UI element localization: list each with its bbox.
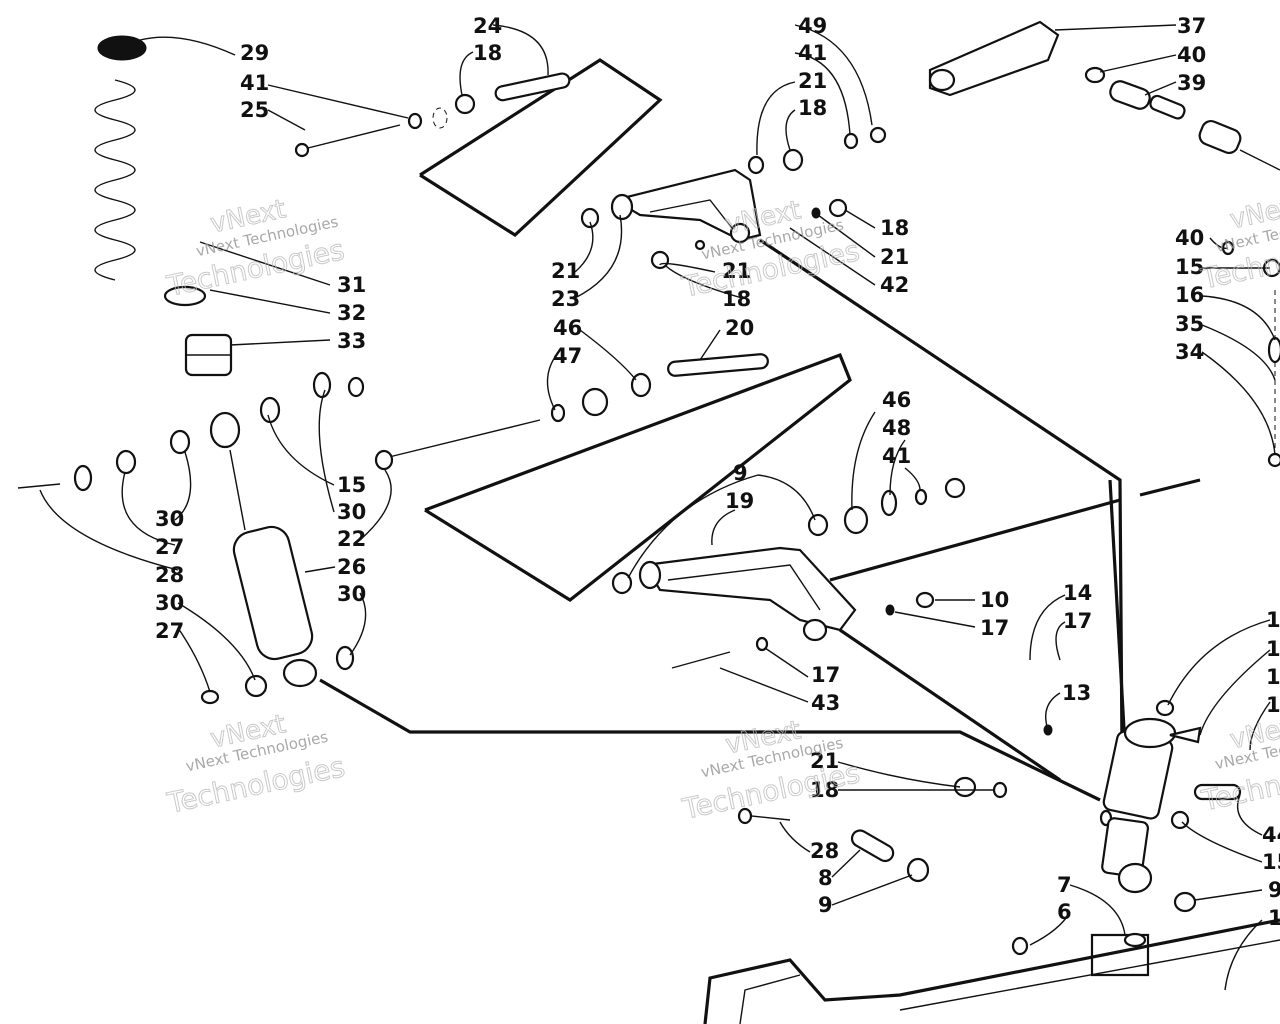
callout-17: 17 <box>1266 665 1280 689</box>
watermark-bottom-left: vNext vNext Technologies Technologies <box>163 709 348 821</box>
callout-34: 34 <box>1175 340 1204 364</box>
lower-arm-guide-line <box>829 498 1121 582</box>
callout-7: 7 <box>1057 873 1072 897</box>
spring-cap-29 <box>97 35 147 61</box>
callout-24: 24 <box>473 14 502 38</box>
callout-30: 30 <box>155 591 184 615</box>
shock-eye-bottom <box>282 658 318 688</box>
callout-30: 30 <box>155 507 184 531</box>
callout-22: 22 <box>337 527 366 551</box>
shock-absorber-assembly <box>17 35 365 705</box>
callout-27: 27 <box>155 619 184 643</box>
callout-30: 30 <box>337 500 366 524</box>
shock-guide-line <box>319 678 1101 802</box>
callout-18: 18 <box>810 778 839 802</box>
callout-29: 29 <box>240 41 269 65</box>
callout-21: 21 <box>880 245 909 269</box>
callout-1: 1 <box>1268 906 1280 930</box>
shock-body-26 <box>232 525 314 661</box>
callout-31: 31 <box>337 273 366 297</box>
callout-28: 28 <box>810 839 839 863</box>
callout-17: 17 <box>811 663 840 687</box>
pin-24 <box>494 72 571 102</box>
callout-10: 10 <box>980 588 1009 612</box>
callout-20: 20 <box>725 316 754 340</box>
callout-23: 23 <box>551 287 580 311</box>
callout-35: 35 <box>1175 312 1204 336</box>
callout-30: 30 <box>337 582 366 606</box>
callout-47: 47 <box>553 344 582 368</box>
callout-21: 21 <box>551 259 580 283</box>
callout-44: 44 <box>1262 823 1280 847</box>
callout-9: 9 <box>818 893 833 917</box>
callout-21: 21 <box>810 749 839 773</box>
pin-20-group <box>374 353 769 471</box>
callout-43: 43 <box>811 691 840 715</box>
coil-spring-31 <box>94 79 136 281</box>
callout-9: 9 <box>733 461 748 485</box>
upper-plane-outline <box>419 58 663 238</box>
callout-21: 21 <box>798 69 827 93</box>
callout-15: 15 <box>337 473 366 497</box>
tie-rod-37 <box>928 20 1280 171</box>
assembly-lines <box>319 58 1201 802</box>
shock-eye-top <box>209 411 241 449</box>
callout-27: 27 <box>155 535 184 559</box>
ski-frame-1 <box>703 918 1280 1024</box>
callout-8: 8 <box>818 866 833 890</box>
callout-15: 15 <box>1262 850 1280 874</box>
lower-a-arm-19 <box>611 477 966 669</box>
callout-13: 13 <box>1062 681 1091 705</box>
callout-18: 18 <box>880 216 909 240</box>
bolt-25-group <box>294 93 476 158</box>
callout-40: 40 <box>1177 43 1206 67</box>
callout-6: 6 <box>1057 900 1072 924</box>
callout-14: 14 <box>1063 581 1092 605</box>
callout-41: 41 <box>240 71 269 95</box>
watermark-top-left: vNext vNext Technologies Technologies <box>163 194 348 304</box>
callout-18: 18 <box>722 287 751 311</box>
callout-48: 48 <box>882 416 911 440</box>
callout-33: 33 <box>337 329 366 353</box>
watermark-bottom-center: vNext vNext Technologies Technologies <box>679 715 864 827</box>
callout-21: 21 <box>722 259 751 283</box>
callout-28: 28 <box>155 563 184 587</box>
callout-41: 41 <box>882 444 911 468</box>
callout-18: 18 <box>798 96 827 120</box>
callout-25: 25 <box>240 98 269 122</box>
callout-40: 40 <box>1175 226 1204 250</box>
upper-a-arm-23 <box>580 126 887 270</box>
right-guide-line <box>1139 478 1201 497</box>
callout-labels: 24 18 49 41 21 18 37 40 39 29 41 25 18 2… <box>155 14 1280 930</box>
callout-11: 11 <box>1266 637 1280 661</box>
callout-46: 46 <box>553 316 582 340</box>
callout-26: 26 <box>337 555 366 579</box>
callout-19: 19 <box>725 489 754 513</box>
callout-10: 10 <box>1266 693 1280 717</box>
callout-9: 9 <box>1268 878 1280 902</box>
callout-32: 32 <box>337 301 366 325</box>
arm-to-spindle-line <box>839 628 1061 782</box>
callout-46: 46 <box>882 388 911 412</box>
callout-42: 42 <box>880 273 909 297</box>
callout-12: 12 <box>1266 608 1280 632</box>
callout-39: 39 <box>1177 71 1206 95</box>
callout-18: 18 <box>473 41 502 65</box>
callout-41: 41 <box>798 41 827 65</box>
callout-17: 17 <box>1063 609 1092 633</box>
callout-49: 49 <box>798 14 827 38</box>
callout-37: 37 <box>1177 14 1206 38</box>
callout-17: 17 <box>980 616 1009 640</box>
callout-16: 16 <box>1175 283 1204 307</box>
lower-plane-outline <box>424 352 852 602</box>
callout-15: 15 <box>1175 255 1204 279</box>
leader-lines <box>39 24 1276 991</box>
spring-seat-32 <box>163 285 207 307</box>
spindle-assembly <box>737 699 1242 977</box>
